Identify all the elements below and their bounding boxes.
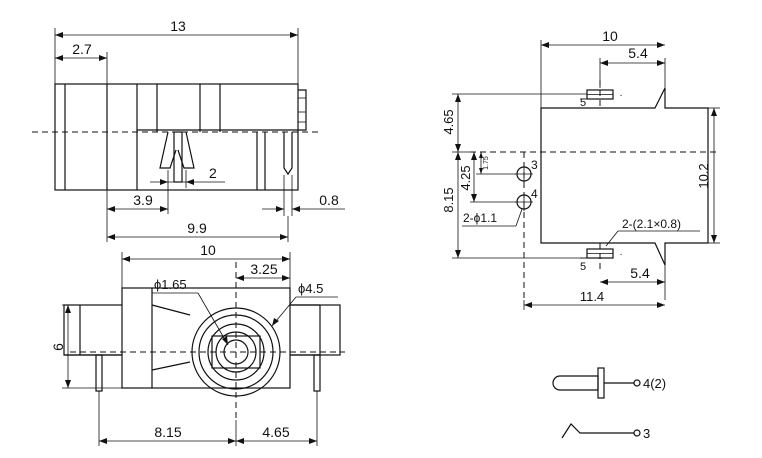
terminal-3 xyxy=(633,429,641,437)
side-view-tip-pin xyxy=(283,132,293,176)
svg-text:·: · xyxy=(619,249,622,260)
dim-right-4-65: 4.65 xyxy=(441,109,456,134)
footprint-view: 5 · 5 · 3 4 10 5.4 4.65 xyxy=(441,28,720,310)
footprint-outline xyxy=(540,87,709,266)
pin-label-3: 3 xyxy=(531,158,538,172)
label-3: 3 xyxy=(643,426,650,441)
dim-13: 13 xyxy=(170,18,186,34)
bottom-view-pin-right xyxy=(313,354,321,392)
dim-right-5-4-bottom: 5.4 xyxy=(630,265,650,281)
dim-phi-1-65: ϕ1.65 xyxy=(154,277,187,292)
dim-0-8: 0.8 xyxy=(319,192,339,208)
dim-right-5-4-top: 5.4 xyxy=(628,45,648,61)
dim-4-65: 4.65 xyxy=(262,424,289,440)
schematic-symbol: 4(2) 3 xyxy=(552,367,666,441)
pin-label-4: 4 xyxy=(531,187,538,201)
dim-10: 10 xyxy=(200,242,216,258)
bottom-view-body xyxy=(121,287,291,389)
side-view: 13 2.7 3.9 2 0.8 9.9 xyxy=(32,18,345,242)
dim-3-9: 3.9 xyxy=(133,192,153,208)
dim-right-1-75: 1.75 xyxy=(483,156,490,170)
plug-symbol xyxy=(552,375,599,391)
dim-8-15: 8.15 xyxy=(154,424,181,440)
dim-right-10-2: 10.2 xyxy=(696,163,711,188)
dim-right-4-25: 4.25 xyxy=(458,165,473,190)
dim-right-slot: 2-(2.1×0.8) xyxy=(622,217,681,231)
dim-right-2-phi-1-1: 2-ϕ1.1 xyxy=(463,211,497,225)
dim-right-11-4: 11.4 xyxy=(580,289,604,304)
side-view-pin-left xyxy=(159,131,177,169)
dim-6: 6 xyxy=(50,343,66,351)
dim-right-10: 10 xyxy=(602,28,618,44)
side-view-pin-right xyxy=(177,131,195,169)
slot-bottom-5: 5 xyxy=(580,261,586,273)
svg-text:·: · xyxy=(619,90,622,101)
bottom-view: 10 3.25 ϕ1.65 ϕ4.5 6 8.15 4.65 xyxy=(50,242,345,446)
bottom-view-pin-left xyxy=(95,354,103,392)
dim-2-7: 2.7 xyxy=(72,41,92,57)
side-view-body xyxy=(54,83,299,191)
label-4-2: 4(2) xyxy=(643,376,666,391)
slot-top-5: 5 xyxy=(580,97,586,109)
terminal-4-2 xyxy=(633,379,641,387)
dim-phi-4-5: ϕ4.5 xyxy=(298,281,323,296)
spring-contact-symbol xyxy=(561,423,634,439)
dim-3-25: 3.25 xyxy=(250,261,277,277)
dim-2: 2 xyxy=(209,165,217,181)
dim-9-9: 9.9 xyxy=(187,220,207,236)
dim-right-8-15: 8.15 xyxy=(441,187,456,212)
